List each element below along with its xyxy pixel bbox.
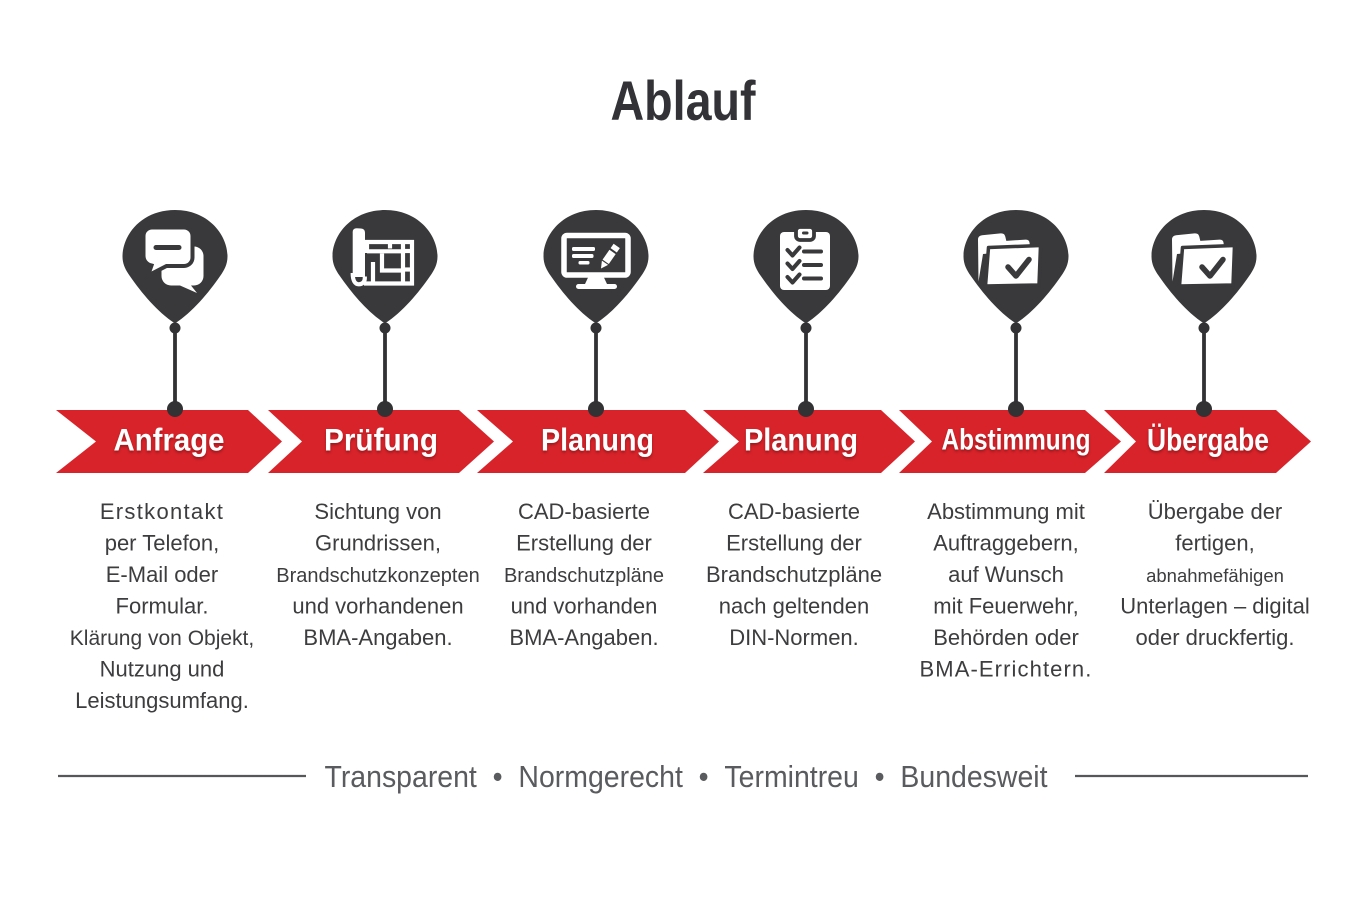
svg-text:E-Mail oder: E-Mail oder <box>106 562 218 587</box>
svg-text:Übergabe der: Übergabe der <box>1148 499 1283 524</box>
svg-text:BMA-Angaben.: BMA-Angaben. <box>509 625 658 650</box>
svg-text:CAD-basierte: CAD-basierte <box>728 499 860 524</box>
svg-text:Unterlagen – digital: Unterlagen – digital <box>1120 594 1310 619</box>
svg-text:Anfrage: Anfrage <box>114 422 225 458</box>
svg-text:und vorhandenen: und vorhandenen <box>292 594 463 619</box>
svg-text:Übergabe: Übergabe <box>1147 422 1269 458</box>
svg-text:Grundrissen,: Grundrissen, <box>315 531 441 556</box>
svg-text:abnahmefähigen: abnahmefähigen <box>1146 565 1284 586</box>
svg-text:Nutzung und: Nutzung und <box>100 657 225 682</box>
svg-text:auf Wunsch: auf Wunsch <box>948 562 1064 587</box>
svg-text:CAD-basierte: CAD-basierte <box>518 499 650 524</box>
svg-text:Leistungsumfang.: Leistungsumfang. <box>75 688 249 713</box>
svg-text:Erstellung der: Erstellung der <box>516 531 652 556</box>
svg-text:Transparent • Normgerecht •: Transparent • Normgerecht • Termintreu •… <box>325 759 1048 794</box>
svg-text:Erstkontakt: Erstkontakt <box>100 499 224 524</box>
svg-text:Sichtung von: Sichtung von <box>314 499 441 524</box>
svg-text:per Telefon,: per Telefon, <box>105 531 220 556</box>
svg-text:mit Feuerwehr,: mit Feuerwehr, <box>933 594 1079 619</box>
svg-text:Brandschutzpläne: Brandschutzpläne <box>504 565 664 587</box>
svg-text:Auftraggebern,: Auftraggebern, <box>933 531 1079 556</box>
svg-text:und vorhanden: und vorhanden <box>511 594 658 619</box>
svg-text:Erstellung der: Erstellung der <box>726 531 862 556</box>
svg-text:Brandschutzpläne: Brandschutzpläne <box>706 562 882 587</box>
svg-text:Ablauf: Ablauf <box>611 69 756 132</box>
svg-text:Abstimmung: Abstimmung <box>942 424 1091 457</box>
svg-text:BMA-Angaben.: BMA-Angaben. <box>303 625 452 650</box>
svg-text:Behörden oder: Behörden oder <box>933 625 1079 650</box>
svg-text:nach geltenden: nach geltenden <box>719 594 869 619</box>
svg-text:Planung: Planung <box>541 422 654 458</box>
svg-text:oder druckfertig.: oder druckfertig. <box>1136 625 1295 650</box>
svg-text:Formular.: Formular. <box>116 594 209 619</box>
svg-text:Brandschutzkonzepten: Brandschutzkonzepten <box>276 565 479 587</box>
svg-text:Prüfung: Prüfung <box>324 422 438 458</box>
svg-text:Planung: Planung <box>744 422 858 458</box>
svg-text:BMA-Errichtern.: BMA-Errichtern. <box>920 657 1093 682</box>
svg-text:DIN-Normen.: DIN-Normen. <box>729 625 859 650</box>
svg-text:fertigen,: fertigen, <box>1175 531 1255 556</box>
svg-text:Klärung von Objekt,: Klärung von Objekt, <box>70 627 254 650</box>
svg-text:Abstimmung mit: Abstimmung mit <box>927 499 1085 524</box>
